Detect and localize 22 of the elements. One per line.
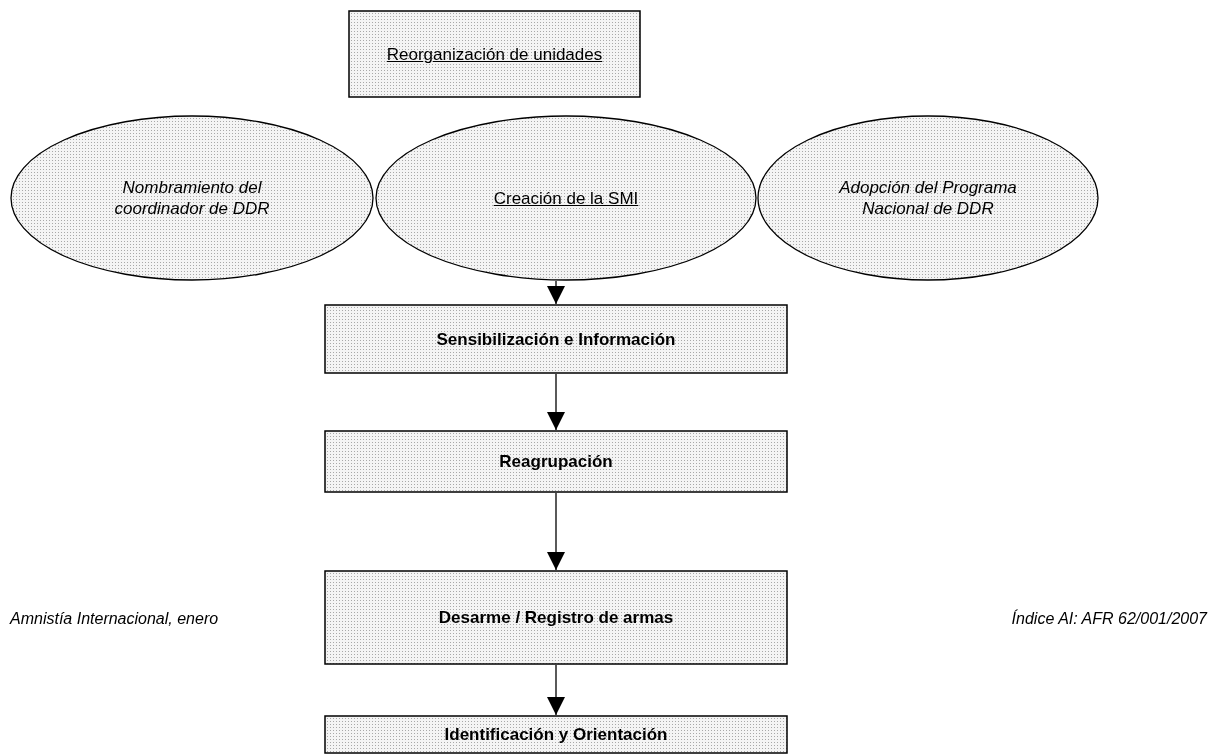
node-label: Reorganización de unidades bbox=[386, 43, 603, 65]
footer-text: Índice AI: AFR 62/001/2007 bbox=[1011, 610, 1207, 628]
node-label: Sensibilización e Información bbox=[436, 328, 676, 350]
process-box bbox=[324, 430, 788, 493]
process-box bbox=[348, 10, 641, 98]
node-label: Creación de la SMI bbox=[493, 187, 639, 209]
arrow bbox=[547, 492, 565, 571]
node-label: Desarme / Registro de armas bbox=[438, 607, 674, 628]
node-label: Identificación y Orientación bbox=[444, 724, 668, 745]
node-label: Nombramiento del coordinador de DDR bbox=[113, 177, 271, 219]
ellipse-node bbox=[757, 115, 1099, 281]
arrow bbox=[547, 280, 565, 305]
footer-text: Amnistía Internacional, enero bbox=[10, 610, 219, 628]
ellipse-node bbox=[375, 115, 757, 281]
node-label: Adopción del Programa Nacional de DDR bbox=[837, 177, 1018, 219]
ellipse-node bbox=[10, 115, 374, 281]
process-box bbox=[324, 570, 788, 665]
arrow bbox=[547, 373, 565, 431]
node-label: Reagrupación bbox=[499, 451, 613, 472]
process-box bbox=[324, 304, 788, 374]
arrow bbox=[547, 664, 565, 716]
process-box bbox=[324, 715, 788, 754]
